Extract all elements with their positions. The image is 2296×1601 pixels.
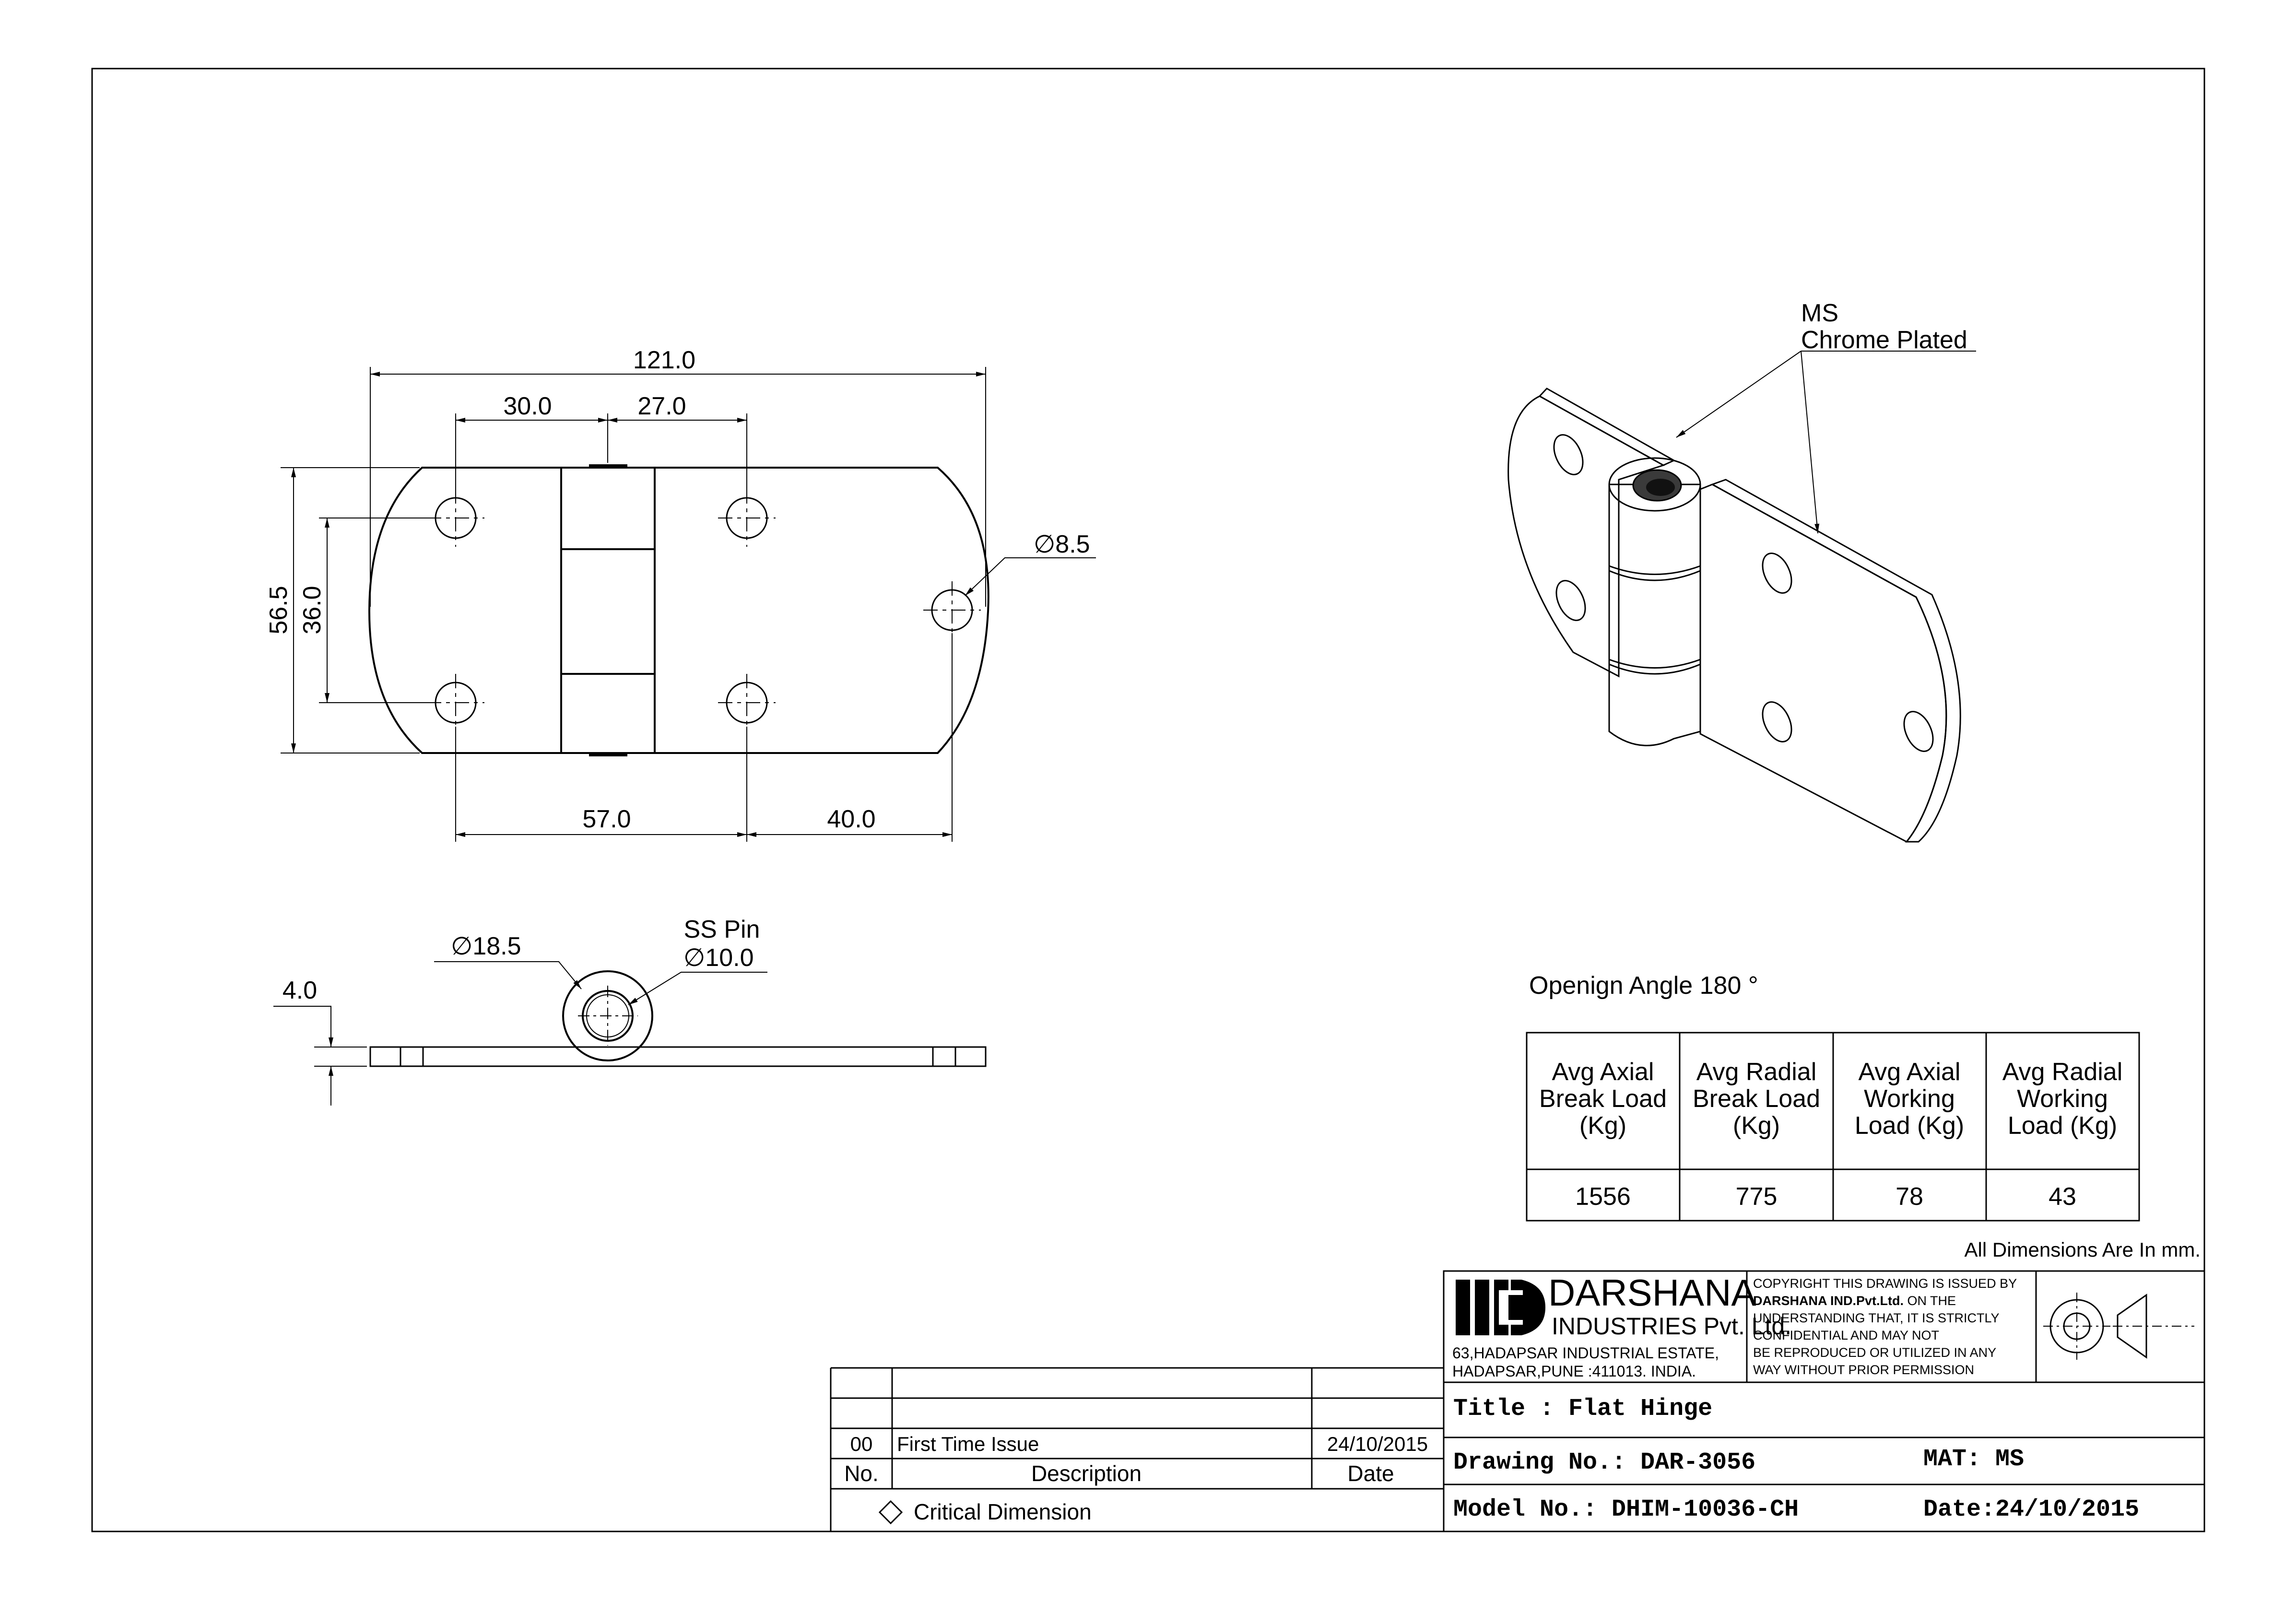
model-number: Model No.: DHIM-10036-CH: [1453, 1496, 1799, 1523]
hole: [718, 489, 776, 547]
diamond-icon: [878, 1500, 903, 1525]
svg-text:COPYRIGHT THIS DRAWING IS ISSU: COPYRIGHT THIS DRAWING IS ISSUED BY: [1753, 1276, 2017, 1291]
revision-description: First Time Issue: [897, 1433, 1039, 1455]
knuckle-cylinder: [1608, 483, 1701, 746]
opening-angle: Openign Angle 180 °: [1529, 972, 1758, 1000]
value-axial-break: 1556: [1575, 1183, 1631, 1211]
value-radial-working: 43: [2049, 1183, 2076, 1211]
revision-table-frame: [830, 1367, 1444, 1531]
diameter-symbol: ∅: [1034, 530, 1055, 558]
dim-hole-pitch-right: 27.0: [637, 392, 686, 420]
critical-dimension-legend: Critical Dimension: [914, 1499, 1092, 1524]
dim-pin-diameter: ∅10.0: [683, 944, 754, 972]
mounting-holes: [427, 489, 981, 731]
dim-hole-pitch-vertical: 36.0: [298, 586, 326, 634]
company-address-line2: HADAPSAR,PUNE :411013. INDIA.: [1452, 1363, 1696, 1380]
sheet-border: [91, 68, 2205, 1532]
hole: [923, 581, 981, 639]
material-spec: MAT: MS: [1923, 1446, 2024, 1473]
header-no: No.: [844, 1461, 879, 1486]
side-view: 4.0 ∅18.5 SS Pin ∅10.0: [273, 916, 987, 1106]
hinge-outline: [368, 467, 989, 754]
dim-bottom-right: 40.0: [827, 805, 875, 833]
value-axial-working: 78: [1896, 1183, 1923, 1211]
dim-overall-height: 56.5: [265, 586, 293, 634]
svg-text:WAY WITHOUT PRIOR PERMISSION: WAY WITHOUT PRIOR PERMISSION: [1753, 1363, 1974, 1377]
dim-hole-diameter: ∅8.5: [1034, 530, 1090, 558]
value-radial-break: 775: [1736, 1183, 1778, 1211]
svg-text:CONFIDENTIAL AND MAY NOT: CONFIDENTIAL AND MAY NOT: [1753, 1328, 1939, 1342]
drawing-number: Drawing No.: DAR-3056: [1453, 1449, 1755, 1476]
units-note: All Dimensions Are In mm.: [1965, 1238, 2201, 1261]
knuckle: [560, 467, 656, 754]
right-leaf: [1699, 483, 1947, 843]
material-note-line2: Chrome Plated: [1801, 326, 1967, 354]
dim-knuckle-diameter: ∅18.5: [451, 932, 521, 960]
third-angle-projection-icon: [2043, 1293, 2194, 1360]
header-date: Date: [1347, 1461, 1394, 1486]
pin-note: SS Pin: [684, 916, 760, 943]
svg-text:BE REPRODUCED OR UTILIZED IN A: BE REPRODUCED OR UTILIZED IN ANY: [1753, 1345, 1996, 1360]
isometric-view: MS Chrome Plated: [1507, 299, 1976, 843]
company-logo: [1456, 1280, 1545, 1335]
svg-text:UNDERSTANDING THAT, IT IS STRI: UNDERSTANDING THAT, IT IS STRICTLY: [1753, 1311, 2000, 1325]
svg-text:DARSHANA IND.Pvt.Ltd. ON THE: DARSHANA IND.Pvt.Ltd. ON THE: [1753, 1294, 1956, 1308]
revision-headers: No. Description Date: [844, 1461, 1394, 1486]
load-table: [1526, 1032, 2140, 1222]
material-note-line1: MS: [1801, 299, 1838, 327]
dim-hole-pitch-left: 30.0: [503, 392, 552, 420]
dim-overall-length: 121.0: [633, 346, 695, 374]
dim-thickness: 4.0: [283, 977, 317, 1004]
company-subtitle: INDUSTRIES Pvt. Ltd.: [1552, 1313, 1791, 1340]
leaf-profile: [369, 1046, 987, 1067]
hole: [427, 489, 484, 547]
revision-date: 24/10/2015: [1327, 1433, 1428, 1455]
drawing-date: Date:24/10/2015: [1923, 1496, 2139, 1523]
hole: [718, 674, 776, 731]
left-leaf: [1507, 395, 1665, 678]
company-name: DARSHANA: [1548, 1271, 1756, 1314]
header-description: Description: [1031, 1461, 1142, 1486]
load-table-values: 1556 775 78 43: [1575, 1183, 2076, 1211]
dim-bottom-left: 57.0: [582, 805, 631, 833]
drawing-title: Title : Flat Hinge: [1453, 1395, 1712, 1423]
copyright-notice: COPYRIGHT THIS DRAWING IS ISSUED BY DARS…: [1753, 1276, 2017, 1377]
title-block-frame: [1443, 1270, 2205, 1532]
revision-row: 00 First Time Issue 24/10/2015: [850, 1433, 1428, 1455]
revision-number: 00: [850, 1433, 873, 1455]
company-address-line1: 63,HADAPSAR INDUSTRIAL ESTATE,: [1452, 1344, 1719, 1362]
top-view: 121.0 30.0 27.0 56.5 36.0 57.0 40.0 ∅8.5: [265, 346, 1096, 842]
hole: [427, 674, 484, 731]
knuckle-section: [562, 970, 653, 1061]
